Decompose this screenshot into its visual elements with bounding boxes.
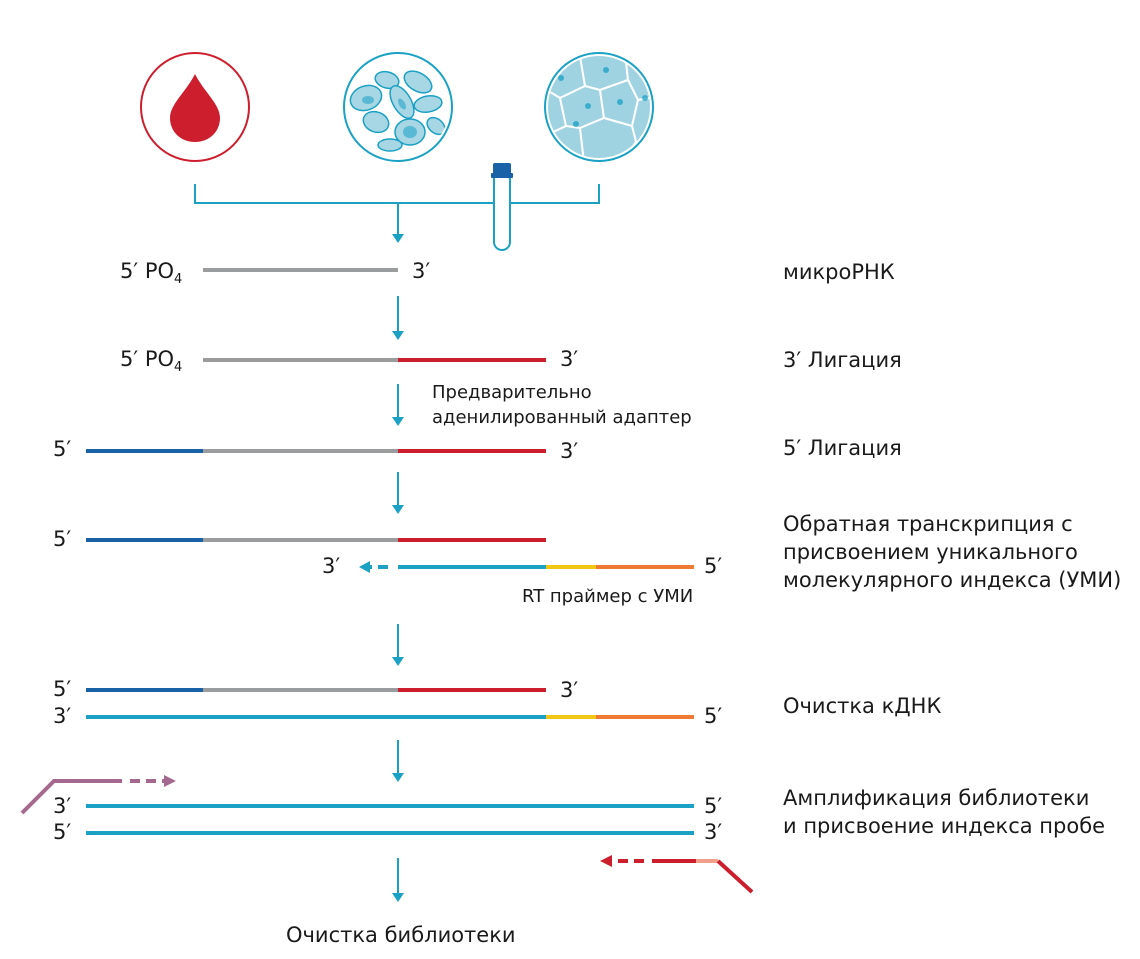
blood-drop-icon — [140, 52, 250, 162]
index-primer-reverse-adapter — [716, 859, 754, 894]
test-tube-icon — [491, 163, 513, 251]
index-primer-reverse-arrowhead — [600, 855, 612, 867]
amp-bottom-5prime-label: 5′ — [53, 820, 72, 844]
mirna-3prime-label: 3′ — [412, 259, 431, 283]
blood-sample-circle — [140, 52, 250, 162]
tissue-sample-circle — [544, 52, 654, 162]
step-mirna: микроРНК — [783, 260, 895, 284]
step-amp-line2: и присвоение индекса пробе — [783, 814, 1106, 838]
rt-extension-arrowhead — [359, 561, 370, 573]
down-arrow-7 — [392, 858, 404, 902]
down-arrow-5 — [392, 624, 404, 666]
rt-bottom-3prime-label: 3′ — [322, 554, 341, 578]
step-rt-line3: молекулярного индекса (УМИ) — [783, 568, 1122, 592]
cells-sample-circle — [343, 52, 453, 162]
adapter-label-line1: Предварительно — [432, 382, 592, 403]
ligation3-3prime-label: 3′ — [560, 347, 579, 371]
step-ligation5: 5′ Лигация — [783, 436, 902, 460]
strands — [20, 268, 754, 894]
samples-bracket — [194, 184, 600, 204]
step-rt-line1: Обратная транскрипция с — [783, 512, 1073, 536]
amp-top-3prime-label: 3′ — [53, 794, 72, 818]
amp-bottom-3prime-label: 3′ — [704, 820, 723, 844]
rt-primer-label: RT праймер с УМИ — [522, 586, 694, 607]
cdna-bottom-5prime-label: 5′ — [704, 704, 723, 728]
step-rt-line2: присвоением уникального — [783, 540, 1078, 564]
cdna-top-5prime-label: 5′ — [53, 677, 72, 701]
adapter-label-line2: аденилированный адаптер — [432, 407, 692, 428]
down-arrow-2 — [392, 296, 404, 340]
down-arrow-4 — [392, 472, 404, 514]
step-cdna-cleanup: Очистка кДНК — [783, 694, 942, 718]
ligation5-5prime-label: 5′ — [53, 437, 72, 461]
amp-top-5prime-label: 5′ — [704, 794, 723, 818]
mirna-5prime-label: 5′ PO4 — [120, 259, 183, 287]
flow-arrows — [392, 203, 404, 902]
down-arrow-1 — [392, 203, 404, 243]
cdna-top-3prime-label: 3′ — [560, 678, 579, 702]
ligation3-5prime-label: 5′ PO4 — [120, 347, 183, 375]
tissue-cells-icon — [544, 52, 654, 162]
ligation5-3prime-label: 3′ — [560, 439, 579, 463]
index-primer-forward — [20, 779, 122, 815]
rt-bottom-5prime-label: 5′ — [704, 554, 723, 578]
blood-drop — [170, 74, 220, 142]
final-step-label: Очистка библиотеки — [286, 923, 516, 947]
blood-cells-icon — [343, 52, 453, 162]
down-arrow-6 — [392, 740, 404, 782]
rt-top-5prime-label: 5′ — [53, 527, 72, 551]
step-ligation3: 3′ Лигация — [783, 348, 902, 372]
cdna-bottom-3prime-label: 3′ — [53, 704, 72, 728]
step-amp-line1: Амплификация библиотеки — [783, 786, 1090, 810]
down-arrow-3 — [392, 384, 404, 426]
index-primer-forward-arrowhead — [164, 775, 176, 787]
